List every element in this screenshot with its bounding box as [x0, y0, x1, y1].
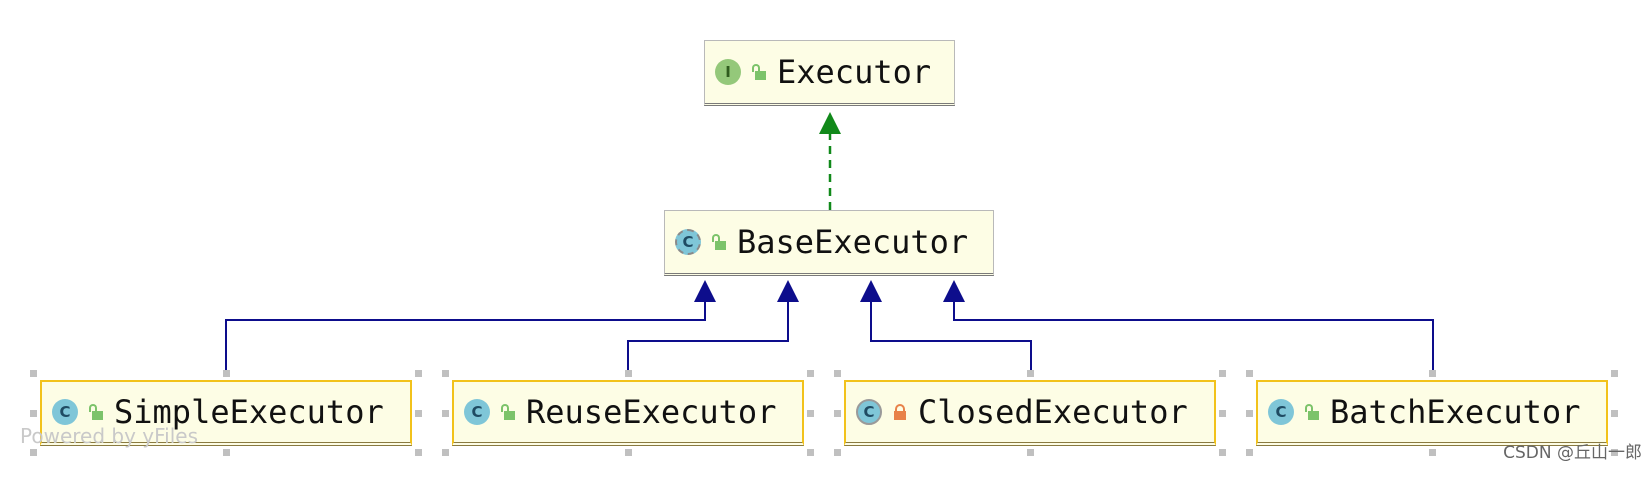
resize-handle[interactable]: [442, 370, 449, 377]
resize-handle[interactable]: [30, 449, 37, 456]
class-icon: C: [52, 399, 78, 425]
extends-edge-batch: [953, 302, 1434, 376]
resize-handle[interactable]: [1429, 370, 1436, 377]
abstract-class-icon: C: [675, 229, 701, 255]
resize-handle[interactable]: [807, 370, 814, 377]
resize-handle[interactable]: [1246, 410, 1253, 417]
resize-handle[interactable]: [442, 410, 449, 417]
private-access-icon: [892, 404, 908, 420]
class-icon: C: [1268, 399, 1294, 425]
interface-icon: I: [715, 59, 741, 85]
resize-handle[interactable]: [834, 449, 841, 456]
resize-handle[interactable]: [625, 370, 632, 377]
resize-handle[interactable]: [807, 410, 814, 417]
resize-handle[interactable]: [30, 410, 37, 417]
resize-handle[interactable]: [1246, 449, 1253, 456]
resize-handle[interactable]: [1027, 449, 1034, 456]
class-name: SimpleExecutor: [114, 393, 384, 431]
watermark: Powered by yFiles: [20, 424, 198, 448]
resize-handle[interactable]: [1219, 370, 1226, 377]
public-access-icon: [751, 64, 767, 80]
class-icon: C: [856, 399, 882, 425]
extends-edge-reuse: [627, 302, 789, 376]
extends-arrowhead-closed: [860, 280, 882, 302]
extends-arrowhead-reuse: [777, 280, 799, 302]
base-executor-node[interactable]: C BaseExecutor: [664, 210, 994, 276]
class-icon: C: [464, 399, 490, 425]
resize-handle[interactable]: [223, 370, 230, 377]
public-access-icon: [88, 404, 104, 420]
resize-handle[interactable]: [1027, 370, 1034, 377]
resize-handle[interactable]: [1219, 410, 1226, 417]
reuse-executor-node[interactable]: C ReuseExecutor: [452, 380, 804, 446]
resize-handle[interactable]: [415, 410, 422, 417]
extends-edge-simple: [225, 302, 706, 376]
implements-arrowhead: [819, 112, 841, 134]
public-access-icon: [500, 404, 516, 420]
public-access-icon: [1304, 404, 1320, 420]
extends-edge-closed: [870, 302, 1032, 376]
class-name: BaseExecutor: [737, 223, 969, 261]
credit-text: CSDN @丘山一郎: [1503, 443, 1642, 463]
resize-handle[interactable]: [834, 410, 841, 417]
resize-handle[interactable]: [30, 370, 37, 377]
resize-handle[interactable]: [807, 449, 814, 456]
resize-handle[interactable]: [625, 449, 632, 456]
resize-handle[interactable]: [1611, 370, 1618, 377]
class-name: ClosedExecutor: [918, 393, 1188, 431]
resize-handle[interactable]: [415, 370, 422, 377]
simple-executor-node[interactable]: C SimpleExecutor: [40, 380, 412, 446]
resize-handle[interactable]: [1246, 370, 1253, 377]
resize-handle[interactable]: [834, 370, 841, 377]
public-access-icon: [711, 234, 727, 250]
batch-executor-node[interactable]: C BatchExecutor: [1256, 380, 1608, 446]
resize-handle[interactable]: [1219, 449, 1226, 456]
resize-handle[interactable]: [1611, 449, 1618, 456]
resize-handle[interactable]: [442, 449, 449, 456]
resize-handle[interactable]: [415, 449, 422, 456]
class-name: BatchExecutor: [1330, 393, 1581, 431]
resize-handle[interactable]: [1611, 410, 1618, 417]
resize-handle[interactable]: [1429, 449, 1436, 456]
extends-arrowhead-simple: [694, 280, 716, 302]
resize-handle[interactable]: [223, 449, 230, 456]
class-name: Executor: [777, 53, 932, 91]
closed-executor-node[interactable]: C ClosedExecutor: [844, 380, 1216, 446]
extends-arrowhead-batch: [943, 280, 965, 302]
executor-node[interactable]: I Executor: [704, 40, 955, 106]
class-name: ReuseExecutor: [526, 393, 777, 431]
